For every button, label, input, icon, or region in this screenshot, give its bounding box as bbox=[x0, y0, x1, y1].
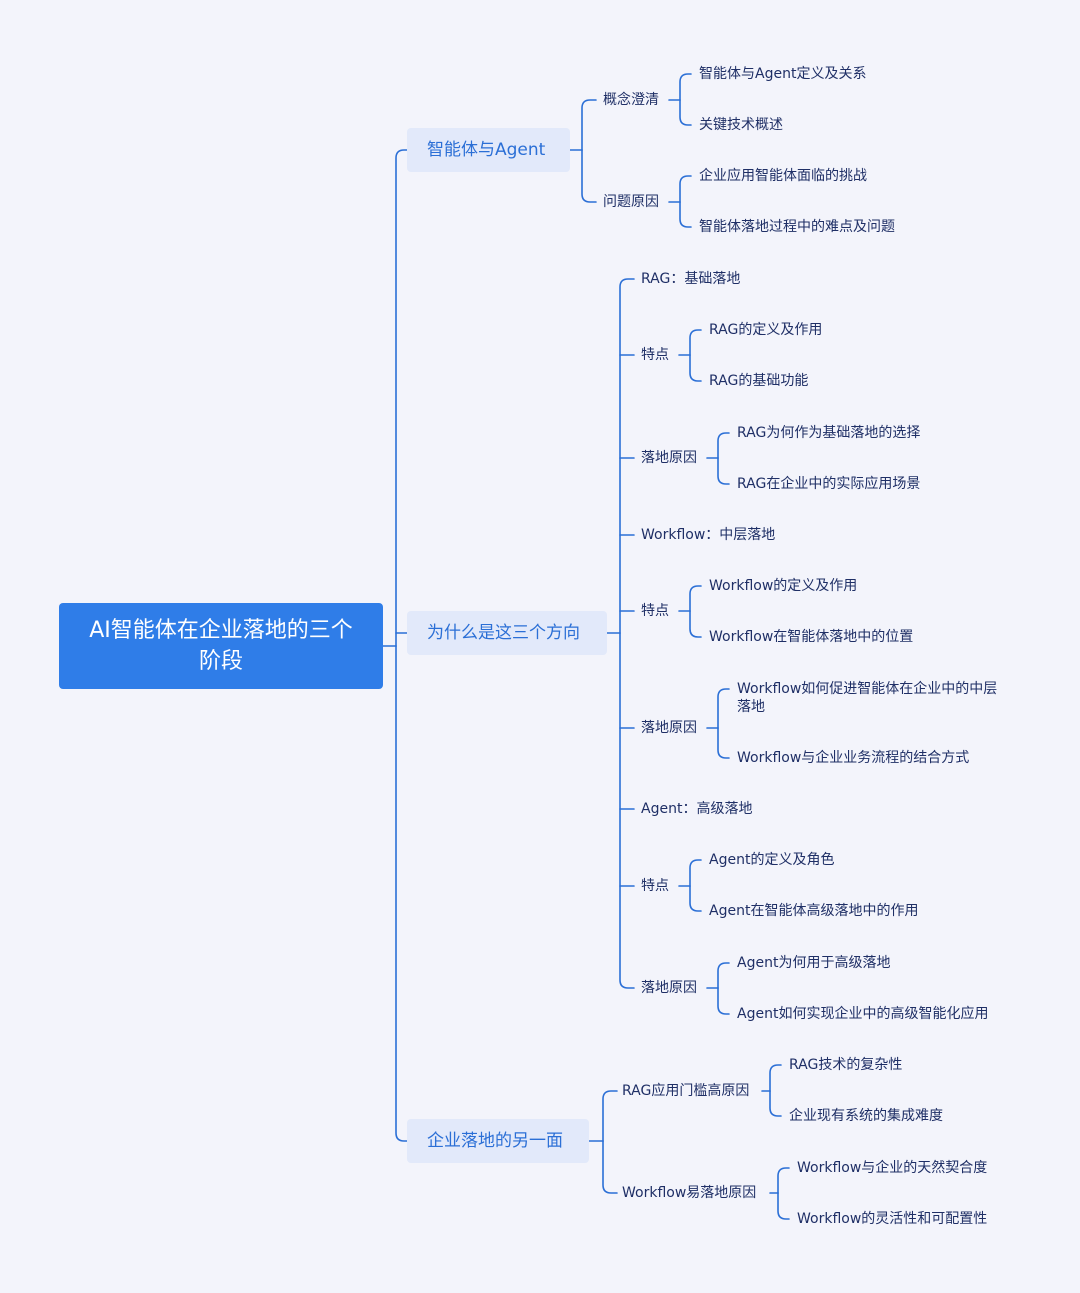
branch-2-topic-3-connector-branch-1 bbox=[717, 457, 730, 485]
branch-3-topic-1-leaf-2: 企业现有系统的集成难度 bbox=[789, 1108, 943, 1124]
branch-1-topic-1-connector-branch-0 bbox=[679, 73, 692, 101]
branch-2-topic-8-connector-branch-0 bbox=[689, 859, 702, 887]
branch-1-connector-branch-0 bbox=[581, 99, 597, 151]
branch-2-topic-8-leaf-2: Agent在智能体高级落地中的作用 bbox=[709, 903, 919, 919]
branch-2-topic-4: Workflow：中层落地 bbox=[641, 527, 776, 543]
branch-3-topic-1-leaf-1: RAG技术的复杂性 bbox=[789, 1057, 903, 1073]
branch-2-topic-2-connector-branch-1 bbox=[689, 354, 702, 382]
branch-3-topic-2-connector-branch-0 bbox=[777, 1167, 790, 1194]
branch-2-topic-8-leaf-1: Agent的定义及角色 bbox=[709, 852, 835, 868]
branch-3-topic-2-connector-branch-1 bbox=[777, 1192, 790, 1220]
branch-3-connector-branch-0 bbox=[602, 1090, 618, 1142]
branch-2-topic-5: 特点 bbox=[641, 603, 669, 619]
branch-3: 企业落地的另一面 bbox=[407, 1119, 589, 1163]
branch-2-topic-6-leaf-1: Workflow如何促进智能体在企业中的中层落地 bbox=[737, 681, 998, 715]
branch-2-topic-8: 特点 bbox=[641, 878, 669, 894]
branch-1-topic-1: 概念澄清 bbox=[603, 92, 659, 108]
branch-2-topic-2: 特点 bbox=[641, 347, 669, 363]
branch-1-topic-1-leaf-1: 智能体与Agent定义及关系 bbox=[699, 66, 867, 82]
branch-1-topic-1-leaf-2: 关键技术概述 bbox=[699, 117, 783, 133]
branch-1-topic-2-leaf-1: 企业应用智能体面临的挑战 bbox=[699, 168, 867, 184]
branch-2-topic-9: 落地原因 bbox=[641, 980, 697, 996]
branch-3-topic-2: Workflow易落地原因 bbox=[622, 1185, 757, 1201]
branch-2-topic-9-leaf-1: Agent为何用于高级落地 bbox=[737, 955, 891, 971]
branch-2-topic-6-connector-branch-0 bbox=[717, 688, 730, 729]
root-connector-branch-2 bbox=[395, 645, 408, 1142]
branch-1-topic-2: 问题原因 bbox=[603, 194, 659, 210]
branch-2-topic-2-leaf-2: RAG的基础功能 bbox=[709, 373, 809, 389]
branch-1-topic-2-connector-branch-1 bbox=[679, 201, 692, 228]
branch-3-topic-2-leaf-1: Workflow与企业的天然契合度 bbox=[797, 1160, 988, 1176]
branch-2-topic-5-connector-branch-0 bbox=[689, 585, 702, 612]
branch-2-topic-3-leaf-1: RAG为何作为基础落地的选择 bbox=[737, 425, 921, 441]
branch-2-connector-branch-8 bbox=[619, 632, 635, 989]
root-connector-branch-0 bbox=[395, 149, 408, 647]
branch-2-topic-5-leaf-2: Workflow在智能体落地中的位置 bbox=[709, 629, 914, 645]
branch-2: 为什么是这三个方向 bbox=[407, 611, 607, 655]
branch-2-topic-3: 落地原因 bbox=[641, 450, 697, 466]
branch-2-topic-8-connector-branch-1 bbox=[689, 885, 702, 912]
branch-1-topic-1-connector-branch-1 bbox=[679, 99, 692, 126]
branch-2-topic-3-leaf-2: RAG在企业中的实际应用场景 bbox=[737, 476, 921, 492]
branch-2-topic-5-leaf-1: Workflow的定义及作用 bbox=[709, 578, 858, 594]
branch-2-topic-9-leaf-2: Agent如何实现企业中的高级智能化应用 bbox=[737, 1006, 989, 1022]
branch-2-topic-6-connector-branch-1 bbox=[717, 727, 730, 759]
branch-2-topic-1: RAG：基础落地 bbox=[641, 271, 741, 287]
branch-2-topic-6: 落地原因 bbox=[641, 720, 697, 736]
branch-2-topic-9-connector-branch-0 bbox=[717, 962, 730, 989]
branch-3-topic-1: RAG应用门槛高原因 bbox=[622, 1083, 750, 1099]
branch-2-topic-5-connector-branch-1 bbox=[689, 610, 702, 638]
branch-3-topic-2-leaf-2: Workflow的灵活性和可配置性 bbox=[797, 1211, 988, 1227]
branch-1-topic-2-leaf-2: 智能体落地过程中的难点及问题 bbox=[699, 219, 895, 235]
root-topic: AI智能体在企业落地的三个阶段 bbox=[59, 603, 383, 689]
branch-2-topic-3-connector-branch-0 bbox=[717, 432, 730, 459]
branch-3-topic-1-connector-branch-0 bbox=[769, 1064, 782, 1092]
branch-3-connector-branch-1 bbox=[602, 1140, 618, 1194]
branch-2-topic-7: Agent：高级落地 bbox=[641, 801, 753, 817]
branch-1-connector-branch-1 bbox=[581, 149, 597, 203]
branch-1-topic-2-connector-branch-0 bbox=[679, 175, 692, 203]
branch-2-topic-2-connector-branch-0 bbox=[689, 329, 702, 356]
branch-3-topic-1-connector-branch-1 bbox=[769, 1090, 782, 1117]
branch-2-topic-2-leaf-1: RAG的定义及作用 bbox=[709, 322, 823, 338]
branch-2-topic-9-connector-branch-1 bbox=[717, 987, 730, 1015]
branch-2-topic-6-leaf-2: Workflow与企业业务流程的结合方式 bbox=[737, 750, 970, 766]
branch-2-connector-branch-0 bbox=[619, 278, 635, 634]
branch-1: 智能体与Agent bbox=[407, 128, 570, 172]
